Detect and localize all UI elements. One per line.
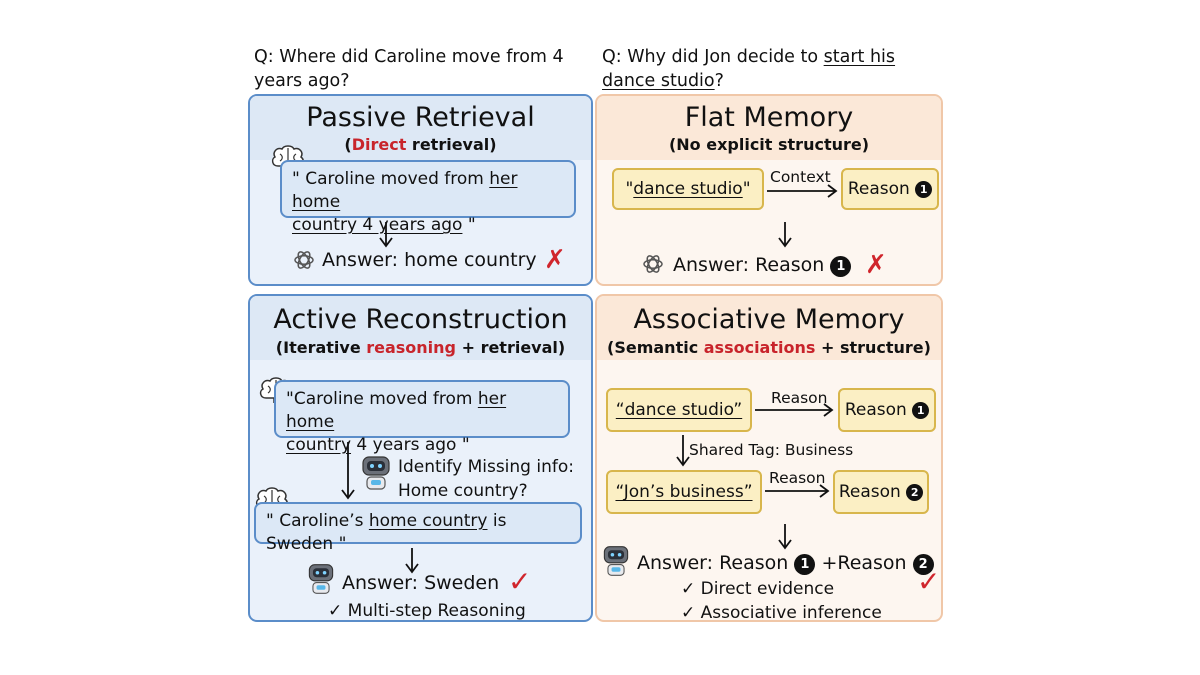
quote-text: " <box>462 215 476 235</box>
subtitle-open: (Semantic <box>607 338 704 357</box>
flat-memory-panel: Flat Memory (No explicit structure) " da… <box>595 94 943 286</box>
subtitle-highlight: Direct <box>351 135 407 154</box>
quote-underlined: her home <box>286 389 507 432</box>
quote-underlined: home country <box>368 511 488 531</box>
question-right: Q: Why did Jon decide to start his dance… <box>602 45 942 93</box>
openai-logo-icon <box>294 251 314 269</box>
arrow-icon <box>778 524 792 550</box>
number-badge: 2 <box>912 554 934 575</box>
node-text: “dance studio” <box>615 400 743 420</box>
note-direct-evidence: ✓ Direct evidence <box>681 579 835 599</box>
retrieved-memory-box: "Caroline moved from her home country 4 y… <box>274 380 570 455</box>
question-right-underlined: start his dance studio <box>602 47 896 91</box>
node-text: " <box>625 179 634 199</box>
wrong-mark: ✗ <box>544 245 566 275</box>
quote-text: 4 years ago " <box>351 435 470 455</box>
number-badge: 2 <box>906 483 924 501</box>
panel-header <box>597 296 941 360</box>
node-text: " <box>742 179 751 199</box>
edge-label-reason: Reason <box>769 469 826 487</box>
memory-node-jons-business: “Jon’s business” <box>606 470 762 514</box>
note-multi-step: ✓ Multi-step Reasoning <box>328 601 526 621</box>
number-badge: 1 <box>915 180 933 198</box>
robot-icon <box>362 456 390 490</box>
panel-title: Flat Memory <box>684 102 854 133</box>
subtitle-open: (Iterative <box>275 338 367 357</box>
panel-header <box>250 96 591 160</box>
memory-node-dance-studio: " dance studio" <box>612 168 764 210</box>
question-left-text: Q: Where did Caroline move from 4 years … <box>254 47 564 91</box>
arrow-icon <box>341 442 355 500</box>
note-associative-inference: ✓ Associative inference <box>681 603 882 623</box>
robot-icon <box>308 564 334 594</box>
number-badge: 1 <box>912 401 930 419</box>
panel-header <box>250 296 591 360</box>
panel-header <box>597 96 941 160</box>
answer-label: Answer: Reason <box>637 552 789 574</box>
reason-node-1: Reason 1 <box>838 388 936 432</box>
edge-label-context: Context <box>770 168 831 186</box>
panel-title: Passive Retrieval <box>306 102 535 133</box>
quote-underlined: country <box>286 435 352 455</box>
passive-retrieval-panel: Passive Retrieval (Direct retrieval) " C… <box>248 94 593 286</box>
quote-underlined: country 4 years ago <box>292 215 463 235</box>
reconstructed-memory-box: " Caroline’s home country is Sweden " <box>254 502 582 554</box>
question-left: Q: Where did Caroline move from 4 years … <box>254 45 584 93</box>
openai-logo-icon <box>643 255 663 273</box>
arrow-icon <box>778 222 792 248</box>
node-underlined: dance studio <box>633 179 743 199</box>
answer-text: Answer: Sweden <box>342 572 500 594</box>
arrow-icon <box>755 403 834 417</box>
robot-icon <box>603 546 629 576</box>
question-right-suffix: ? <box>714 71 724 91</box>
answer-label: Answer: Reason <box>673 254 825 276</box>
panel-subtitle: (Semantic associations + structure) <box>597 338 941 358</box>
subtitle-rest: retrieval) <box>406 135 497 154</box>
reason-label: Reason <box>847 179 910 199</box>
correct-mark: ✓ <box>508 565 532 598</box>
subtitle-rest: + structure) <box>815 338 931 357</box>
subtitle-rest: + retrieval) <box>456 338 566 357</box>
number-badge: 1 <box>794 554 816 575</box>
answer-text: Answer: home country <box>322 249 537 271</box>
correct-mark: ✓ <box>917 565 941 598</box>
panel-title: Associative Memory <box>633 304 905 335</box>
quote-underlined: her home <box>292 169 518 212</box>
associative-memory-panel: Associative Memory (Semantic association… <box>595 294 943 623</box>
shared-tag-label: Shared Tag: Business <box>689 441 854 459</box>
arrow-icon <box>765 484 830 498</box>
arrow-icon <box>676 435 690 467</box>
reason-node-2: Reason 2 <box>833 470 929 514</box>
wrong-mark: ✗ <box>865 250 887 280</box>
panel-subtitle: (Iterative reasoning + retrieval) <box>250 338 591 358</box>
edge-label-reason: Reason <box>771 389 828 407</box>
active-reconstruction-panel: Active Reconstruction (Iterative reasoni… <box>248 294 593 622</box>
arrow-icon <box>379 222 393 248</box>
question-right-prefix: Q: Why did Jon decide to <box>602 47 824 67</box>
panel-subtitle: (Direct retrieval) <box>250 135 591 155</box>
panel-subtitle: (No explicit structure) <box>668 135 870 154</box>
answer-label: +Reason <box>821 552 907 574</box>
subtitle-highlight: reasoning <box>366 338 457 357</box>
memory-node-dance-studio: “dance studio” <box>606 388 752 432</box>
identify-text-line1: Identify Missing info: <box>398 457 574 477</box>
retrieved-memory-box: " Caroline moved from her home country 4 … <box>280 160 576 235</box>
quote-text: is Sweden " <box>266 511 507 554</box>
identify-text-line2: Home country? <box>398 481 528 501</box>
number-badge: 1 <box>830 256 852 277</box>
quote-text: " Caroline’s <box>266 511 369 531</box>
reason-label: Reason <box>838 482 901 502</box>
answer-text: Answer: Reason 1 <box>673 253 852 277</box>
quote-text: "Caroline moved from <box>286 389 478 409</box>
answer-text: Answer: Reason 1 +Reason 2 <box>637 551 934 575</box>
node-text: “Jon’s business” <box>615 482 753 502</box>
quote-text: " Caroline moved from <box>292 169 490 189</box>
arrow-icon <box>767 184 838 198</box>
reason-node-1: Reason 1 <box>841 168 939 210</box>
arrow-icon <box>405 548 419 574</box>
panel-title: Active Reconstruction <box>273 304 568 335</box>
reason-label: Reason <box>844 400 907 420</box>
subtitle-highlight: associations <box>703 338 816 357</box>
subtitle-open: ( <box>344 135 352 154</box>
